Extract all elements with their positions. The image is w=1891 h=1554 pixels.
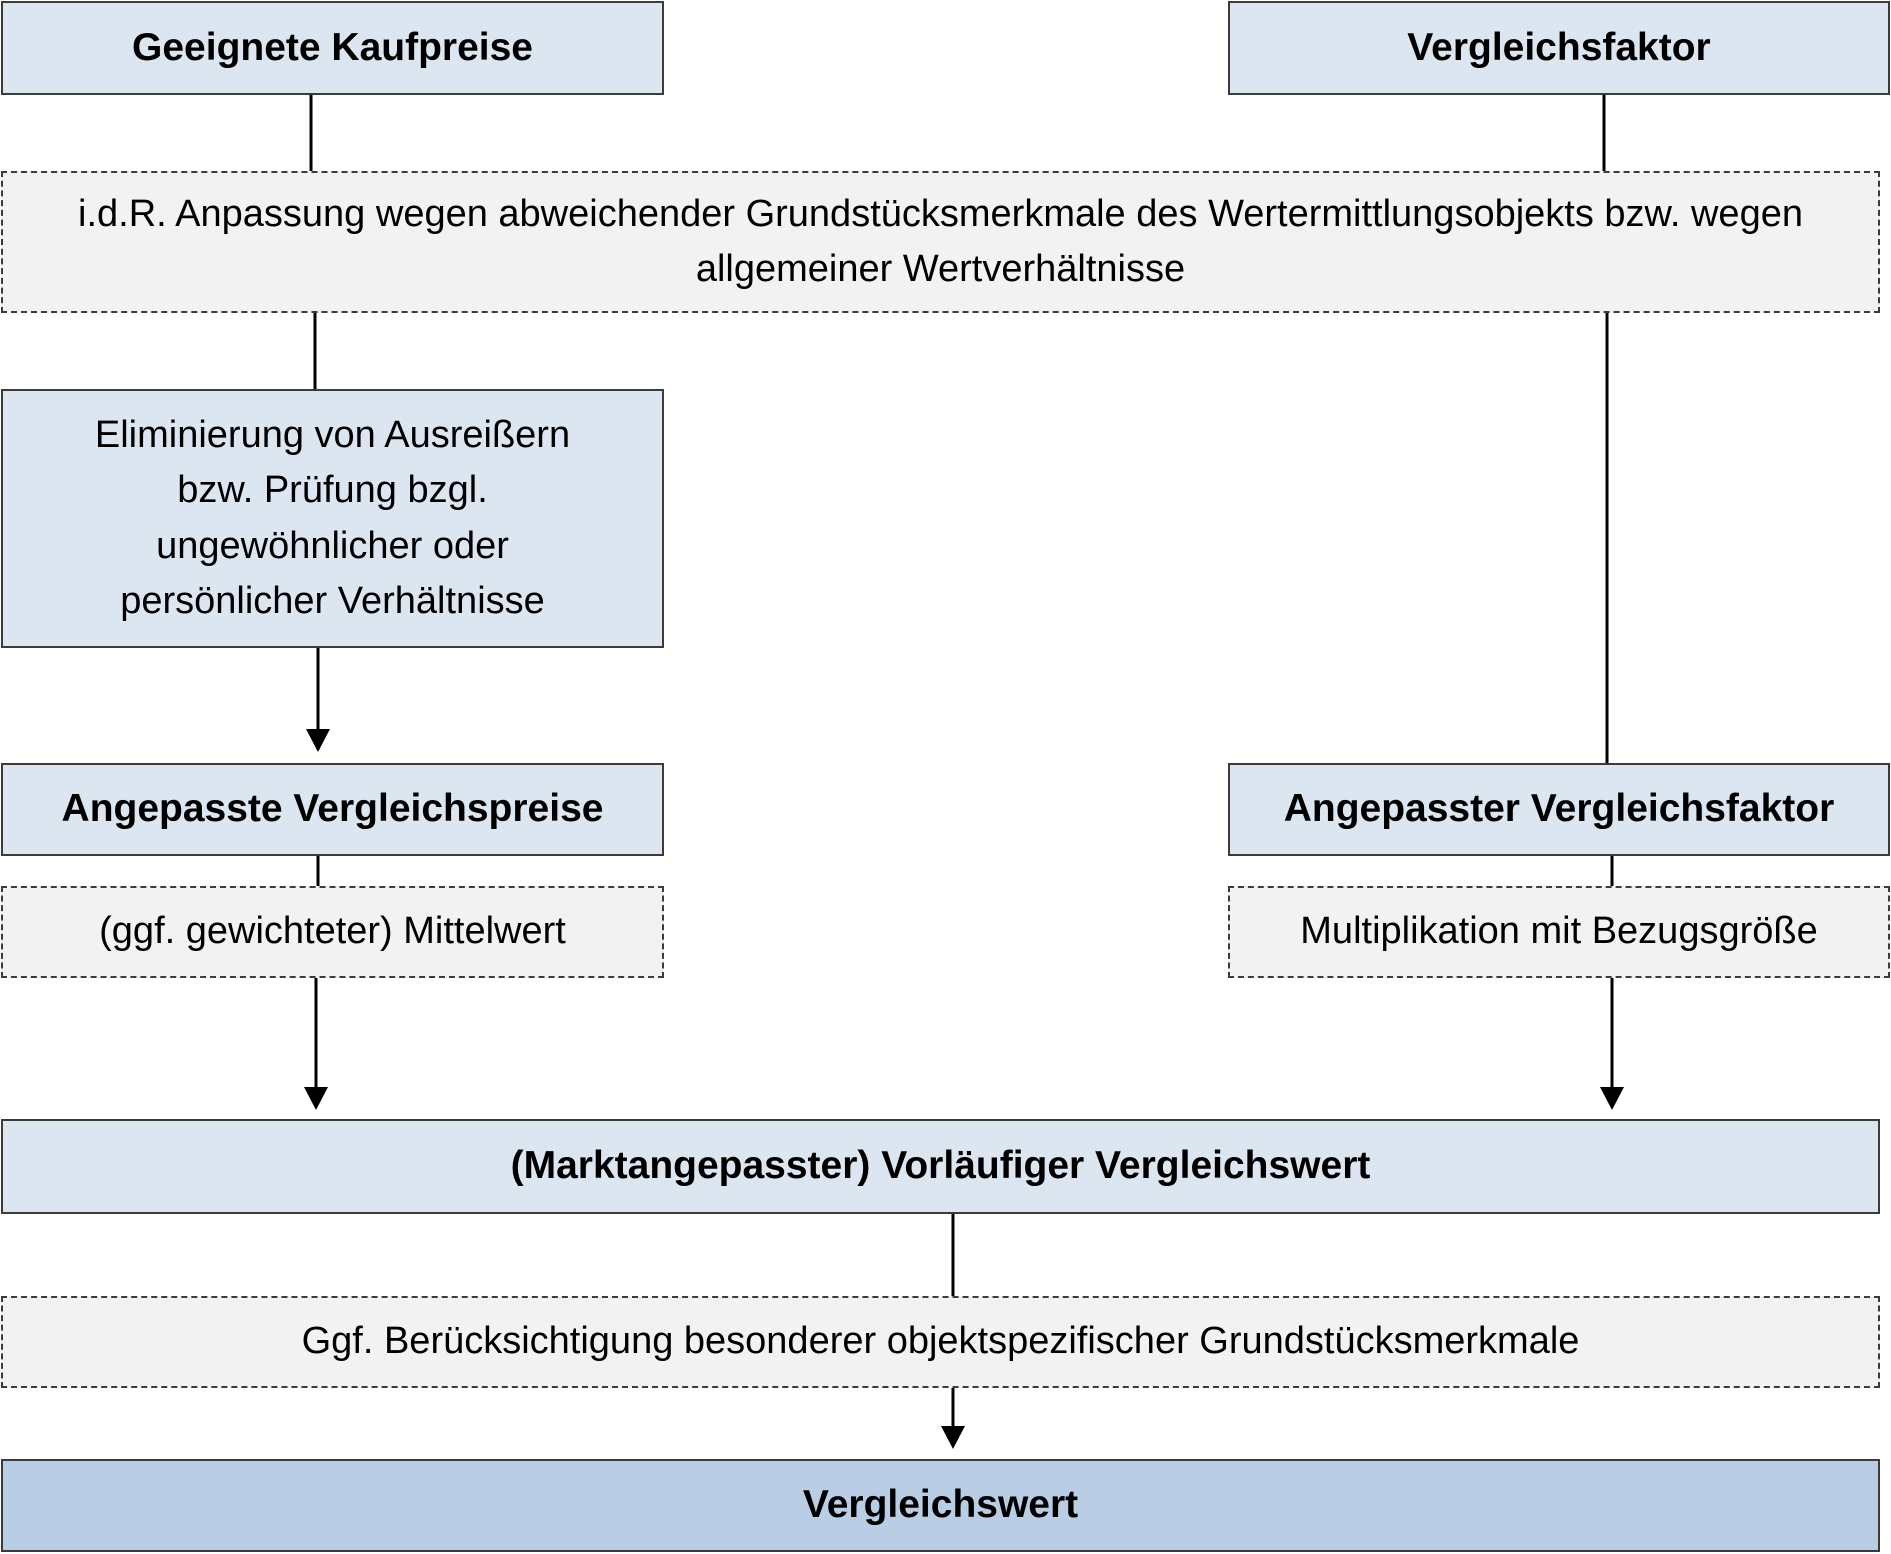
node-beruecksichtigung-label: Ggf. Berücksichtigung besonderer objekts… [301, 1320, 1580, 1363]
node-geeignete-kaufpreise: Geeignete Kaufpreise [1, 1, 664, 95]
node-angepasster-vergleichsfaktor-label: Angepasster Vergleichsfaktor [1283, 787, 1835, 831]
node-anpassung: i.d.R. Anpassung wegen abweichender Grun… [1, 171, 1880, 313]
arrowhead-vergleichswert [941, 1426, 965, 1449]
node-mittelwert-label: (ggf. gewichteter) Mittelwert [99, 910, 566, 953]
node-angepasster-vergleichsfaktor: Angepasster Vergleichsfaktor [1228, 763, 1890, 856]
node-vorlaeufiger-vergleichswert-label: (Marktangepasster) Vorläufiger Vergleich… [510, 1144, 1371, 1188]
node-multiplikation-label: Multiplikation mit Bezugsgröße [1300, 910, 1818, 953]
arrowhead-multiplikation [1600, 1087, 1624, 1110]
node-vergleichsfaktor-label: Vergleichsfaktor [1407, 25, 1711, 69]
node-geeignete-kaufpreise-label: Geeignete Kaufpreise [132, 25, 533, 69]
node-multiplikation: Multiplikation mit Bezugsgröße [1228, 886, 1890, 978]
node-vergleichswert: Vergleichswert [1, 1459, 1880, 1552]
arrowhead-mittelwert [304, 1087, 328, 1110]
arrowhead-angepasste-preise [306, 729, 330, 752]
node-angepasste-vergleichspreise: Angepasste Vergleichspreise [1, 763, 664, 856]
node-mittelwert: (ggf. gewichteter) Mittelwert [1, 886, 664, 978]
node-eliminierung-label: Eliminierung von Ausreißern bzw. Prüfung… [94, 414, 571, 622]
node-vergleichswert-label: Vergleichswert [802, 1483, 1079, 1527]
node-beruecksichtigung: Ggf. Berücksichtigung besonderer objekts… [1, 1296, 1880, 1388]
node-anpassung-label: i.d.R. Anpassung wegen abweichender Grun… [78, 192, 1803, 290]
node-vorlaeufiger-vergleichswert: (Marktangepasster) Vorläufiger Vergleich… [1, 1119, 1880, 1214]
node-eliminierung: Eliminierung von Ausreißern bzw. Prüfung… [1, 389, 664, 648]
node-angepasste-vergleichspreise-label: Angepasste Vergleichspreise [61, 787, 604, 831]
node-vergleichsfaktor: Vergleichsfaktor [1228, 1, 1890, 95]
